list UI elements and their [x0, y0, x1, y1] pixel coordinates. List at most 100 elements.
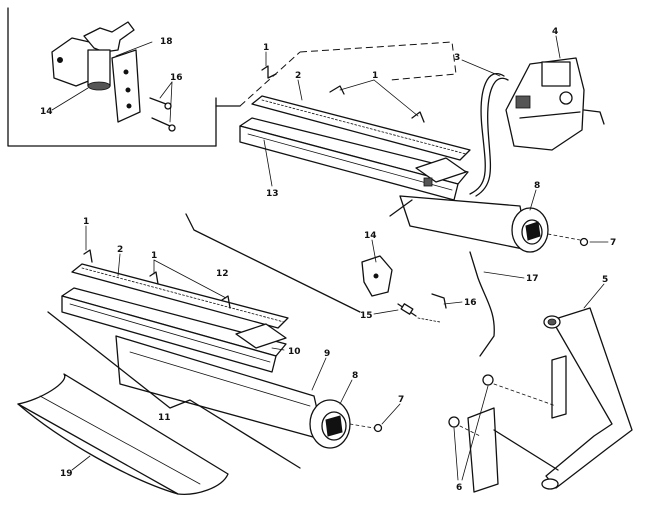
upper-tube-end	[389, 199, 413, 217]
gas-valve-top	[541, 61, 571, 87]
upper-burner-tube	[399, 195, 529, 251]
callouts: 1 2 1 3 4 18 14 16 13 8 7 12 14 17 16 15…	[40, 27, 616, 493]
leader-c8-upper	[529, 189, 537, 211]
upper-screw-7	[579, 237, 589, 247]
leader-6-b	[453, 427, 459, 481]
tube-3-inner	[475, 77, 509, 197]
reflector-crease	[39, 395, 201, 485]
nut-leader-a	[493, 383, 557, 407]
leader-18	[115, 41, 153, 57]
lower-tray-ridge	[69, 303, 271, 363]
inset-hole-c	[126, 103, 132, 109]
nut-leader-b	[459, 425, 481, 437]
mid-bracket-hole	[373, 273, 379, 279]
tube-17	[469, 251, 495, 357]
stand-assembly	[448, 307, 633, 493]
callout-13: 13	[266, 189, 279, 199]
gas-valve-outlet	[583, 109, 605, 125]
gas-valve-group	[469, 57, 605, 357]
leader-c10	[271, 347, 285, 351]
inset-body-base	[87, 81, 111, 91]
stand-brace	[493, 429, 559, 471]
leader-c15	[373, 309, 399, 315]
leader-c2-upper	[297, 79, 303, 101]
reflector-body	[17, 373, 229, 495]
callout-11: 11	[158, 413, 171, 423]
pipe-5-end-hole	[547, 318, 557, 326]
clip-16-mid	[431, 293, 447, 309]
lower-strip-teeth	[81, 267, 285, 323]
leader-c8-lower	[339, 379, 353, 405]
leader-6-a	[461, 385, 489, 481]
orifice-15	[400, 303, 414, 315]
callout-1-upper: 1	[372, 71, 378, 81]
callout-16-mid: 16	[464, 298, 477, 308]
callout-7-lower: 7	[398, 395, 404, 405]
callout-14-mid: 14	[364, 231, 377, 241]
inset-plate-hole	[57, 57, 63, 63]
leader-c19	[71, 455, 91, 471]
leader-c1-lower-b	[153, 259, 227, 299]
callout-2-upper: 2	[295, 71, 301, 81]
callout-1-lower-left: 1	[83, 217, 89, 227]
leader-c7-lower	[381, 403, 401, 425]
stand-leg-bracket	[467, 407, 499, 493]
upper-clip-top	[261, 65, 277, 79]
leader-c17	[483, 271, 525, 279]
reflector-lip	[17, 403, 179, 495]
upper-tray-ridge	[247, 133, 453, 191]
leader-c2-lower	[117, 253, 121, 277]
gas-valve-port	[515, 95, 531, 109]
line-11	[47, 311, 301, 469]
leader-c9	[311, 357, 327, 391]
upper-clip-a	[329, 85, 345, 95]
lower-end-cap-shutter	[325, 415, 343, 437]
line-12	[185, 213, 361, 313]
leader-c1-upper-b	[373, 79, 419, 117]
nut-6-a	[482, 374, 494, 386]
stand-foot	[541, 478, 559, 490]
callout-7-upper: 7	[610, 238, 616, 248]
tube-3	[469, 73, 505, 195]
callout-9: 9	[324, 349, 330, 359]
leader-16-inset-a	[159, 81, 173, 99]
callout-4: 4	[552, 27, 558, 37]
callout-16-inset: 16	[170, 73, 183, 83]
inset-hole-b	[125, 87, 131, 93]
reflector-19	[17, 373, 229, 495]
lower-burner-assembly	[47, 213, 383, 469]
callout-1-inset-top: 1	[263, 43, 269, 53]
upper-end-cap-shutter	[525, 221, 541, 241]
lower-clip-a	[83, 249, 93, 263]
inset-screw-head-1	[164, 102, 172, 110]
lower-mount-bracket	[235, 323, 287, 349]
leader-c16-mid	[443, 301, 463, 305]
upper-screw-leader	[547, 233, 581, 241]
callout-5: 5	[602, 275, 608, 285]
upper-strip-teeth	[261, 99, 467, 155]
callout-15: 15	[360, 311, 373, 321]
callout-6: 6	[456, 483, 462, 493]
leader-c13	[263, 139, 273, 187]
inset-detail	[7, 7, 241, 147]
lower-clip-c	[221, 295, 231, 309]
upper-dashed-left	[239, 51, 301, 107]
callout-18: 18	[160, 37, 173, 47]
inset-screw-head-2	[168, 124, 176, 132]
inset-hole-a	[123, 69, 129, 75]
gas-valve-knob	[559, 91, 573, 105]
leader-16-inset-b	[169, 81, 173, 123]
leader-c14-mid	[371, 239, 377, 263]
callout-8-lower: 8	[352, 371, 358, 381]
callout-19: 19	[60, 469, 73, 479]
lower-screw-7	[373, 423, 383, 433]
inset-valve-body	[87, 49, 111, 87]
callout-3: 3	[454, 53, 460, 63]
upper-mount-block	[423, 177, 433, 187]
lower-tray-side	[61, 295, 277, 373]
upper-mount-bracket	[415, 157, 467, 183]
mid-small-parts	[361, 255, 447, 323]
leader-c3	[461, 59, 501, 77]
